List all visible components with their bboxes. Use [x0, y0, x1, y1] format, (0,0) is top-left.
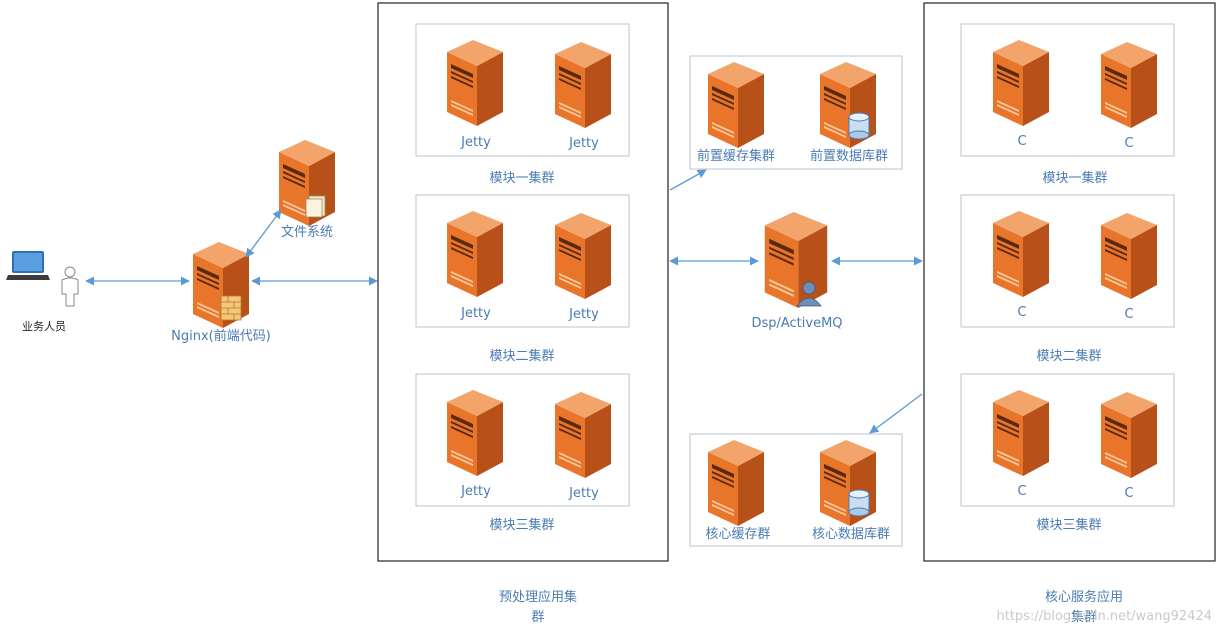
nginx-server: Nginx(前端代码)	[171, 242, 271, 344]
document-icon	[305, 195, 326, 218]
server-icon	[764, 212, 828, 308]
front-db-label: 前置数据库群	[810, 148, 888, 164]
server-icon	[993, 211, 1049, 297]
server-icon	[993, 390, 1049, 476]
core-service-cluster: C C 模块一集群 C C 模块二集群 C C 模块三集群 核心服务应用 集群	[923, 2, 1216, 625]
server-label: Jetty	[568, 307, 599, 322]
server-label: C	[1124, 136, 1133, 151]
front-cache-label: 前置缓存集群	[697, 148, 775, 164]
module-label: 模块一集群	[489, 170, 554, 186]
firewall-icon	[220, 295, 242, 321]
server-label: Jetty	[460, 484, 491, 499]
server-icon	[1101, 42, 1157, 128]
user-group: 业务人员	[6, 251, 79, 333]
server-icon	[555, 392, 611, 478]
core-service-title-line2: 集群	[1071, 609, 1097, 625]
database-icon	[848, 112, 870, 140]
user-icon	[61, 266, 79, 307]
server-icon	[447, 390, 503, 476]
watermark: https://blog.csdn.net/wang92424	[996, 609, 1212, 624]
preprocess-frontcache-arrow	[669, 169, 707, 191]
module-label: 模块三集群	[1036, 517, 1101, 533]
connectors-middle	[669, 169, 923, 434]
mq-server: Dsp/ActiveMQ	[751, 212, 843, 331]
server-label: C	[1124, 307, 1133, 322]
core-service-title-line1: 核心服务应用	[1045, 589, 1123, 605]
server-label: C	[1124, 486, 1133, 501]
module-label: 模块一集群	[1042, 170, 1107, 186]
front-cluster: 前置缓存集群 前置数据库群	[689, 55, 903, 170]
preprocess-title-line1: 预处理应用集	[499, 589, 577, 605]
user-label: 业务人员	[22, 320, 66, 333]
server-label: C	[1017, 305, 1026, 320]
server-label: Jetty	[460, 135, 491, 150]
server-icon	[447, 211, 503, 297]
mq-label: Dsp/ActiveMQ	[751, 316, 842, 331]
file-system-server: 文件系统	[279, 140, 335, 240]
file-system-label: 文件系统	[281, 225, 333, 240]
core-db-label: 核心数据库群	[812, 526, 890, 542]
server-icon	[708, 440, 764, 526]
server-label: Jetty	[568, 486, 599, 501]
connectors-left	[85, 209, 378, 286]
preprocess-title-line2: 群	[531, 610, 544, 625]
server-label: C	[1017, 484, 1026, 499]
database-icon	[848, 489, 870, 517]
laptop-icon	[6, 251, 50, 280]
preprocess-box	[377, 2, 669, 562]
server-icon	[708, 62, 764, 148]
server-label: C	[1017, 134, 1026, 149]
module-label: 模块二集群	[1036, 348, 1101, 364]
core-cluster: 核心缓存群 核心数据库群	[689, 433, 903, 547]
nginx-label: Nginx(前端代码)	[171, 328, 271, 344]
nginx-filesystem-arrow	[245, 209, 282, 258]
server-icon	[1101, 392, 1157, 478]
module-label: 模块二集群	[489, 348, 554, 364]
server-icon	[993, 40, 1049, 126]
module-label: 模块三集群	[489, 517, 554, 533]
core-service-box	[923, 2, 1216, 562]
server-icon	[1101, 213, 1157, 299]
server-label: Jetty	[460, 306, 491, 321]
preprocess-cluster: Jetty Jetty 模块一集群 Jetty Jetty 模块二集群 Jett…	[377, 2, 669, 625]
server-icon	[555, 213, 611, 299]
server-icon	[555, 42, 611, 128]
server-label: Jetty	[568, 136, 599, 151]
core-cache-label: 核心缓存群	[705, 527, 770, 542]
core-corecache-arrow	[869, 393, 923, 434]
server-icon	[447, 40, 503, 126]
